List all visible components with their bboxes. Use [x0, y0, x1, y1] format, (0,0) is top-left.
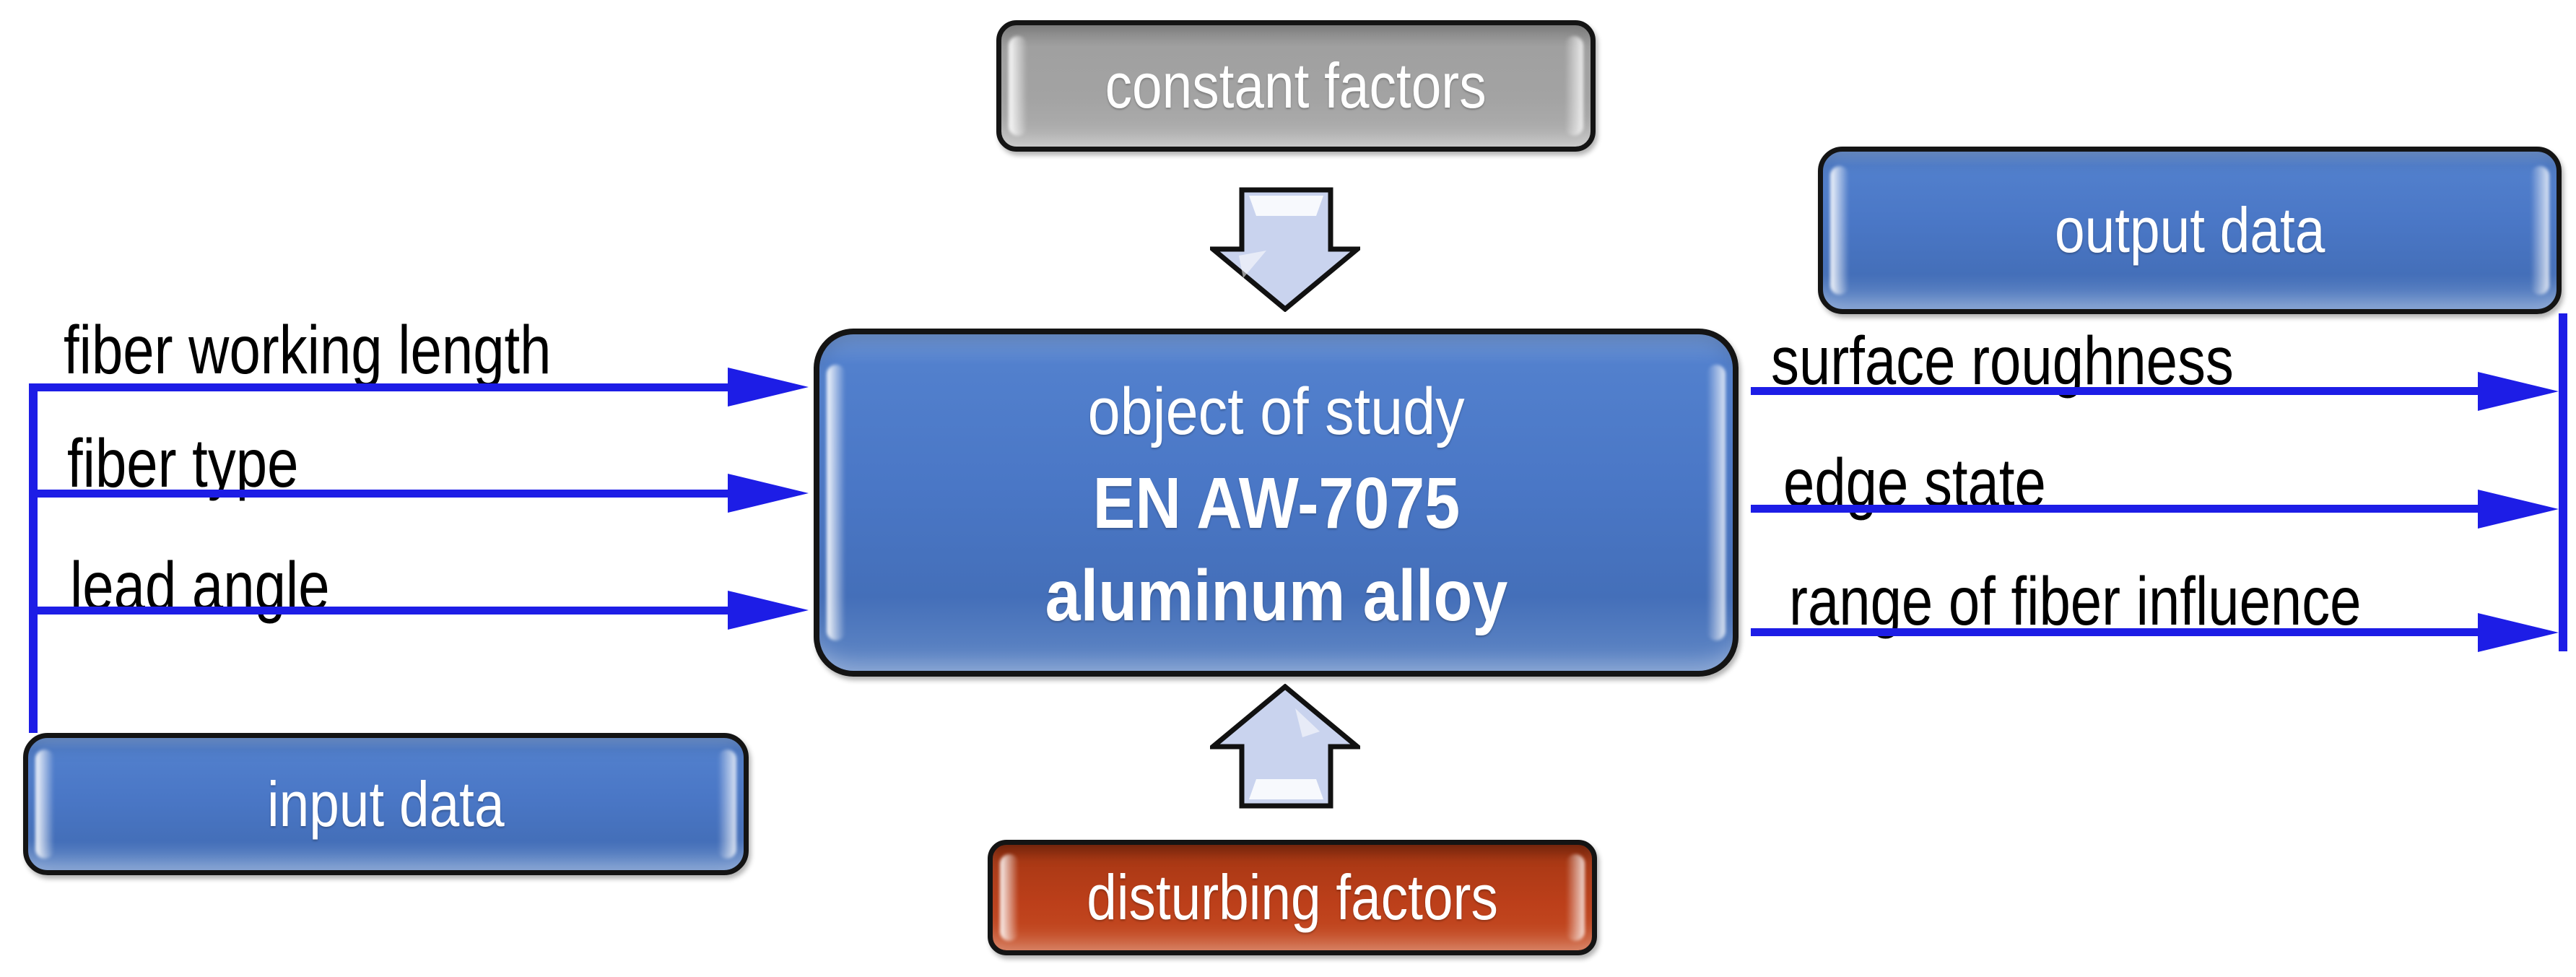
gloss-highlight [827, 364, 845, 641]
output-data-box: output data [1818, 147, 2562, 314]
input-arrow-line [29, 490, 732, 498]
gloss-highlight [1009, 36, 1027, 136]
output-label-surface-roughness: surface roughness [1771, 323, 2234, 399]
gloss-highlight [1566, 854, 1585, 941]
output-arrow-head [2478, 372, 2559, 411]
object-of-study-box: object of study EN AW-7075 aluminum allo… [814, 329, 1739, 677]
output-arrow-head [2478, 613, 2559, 652]
disturbing-factors-label: disturbing factors [1087, 861, 1498, 933]
gloss-highlight [2531, 165, 2549, 295]
output-data-label: output data [2054, 194, 2325, 266]
gloss-highlight [35, 750, 54, 859]
object-title: object of study [1087, 375, 1465, 448]
input-arrow-head [728, 591, 809, 630]
input-arrow-line [33, 607, 732, 615]
output-arrow-line [1751, 505, 2481, 513]
block-arrow-down-icon [1210, 187, 1360, 312]
gloss-highlight [1707, 364, 1726, 641]
output-arrow-head [2478, 490, 2559, 529]
constant-factors-box: constant factors [996, 20, 1596, 152]
constant-factors-label: constant factors [1105, 50, 1487, 121]
object-material-code: EN AW-7075 [1092, 463, 1460, 544]
output-label-range-of-fiber-influence: range of fiber influence [1789, 563, 2362, 640]
gloss-highlight [1830, 165, 1849, 295]
gloss-highlight [1565, 36, 1583, 136]
input-data-label: input data [267, 768, 505, 840]
input-bus-line [29, 383, 38, 733]
output-bus-line [2559, 313, 2567, 651]
input-data-box: input data [23, 733, 749, 875]
block-arrow-up-icon [1210, 684, 1360, 809]
output-arrow-line [1751, 387, 2481, 395]
input-arrow-head [728, 474, 809, 513]
object-material-name: aluminum alloy [1045, 555, 1507, 636]
input-arrow-line [29, 383, 732, 391]
disturbing-factors-box: disturbing factors [988, 840, 1597, 955]
output-arrow-line [1751, 628, 2481, 636]
gloss-highlight [1000, 854, 1019, 941]
input-label-fiber-type: fiber type [67, 425, 299, 502]
gloss-highlight [718, 750, 736, 859]
input-label-fiber-working-length: fiber working length [64, 312, 552, 388]
input-arrow-head [728, 368, 809, 407]
